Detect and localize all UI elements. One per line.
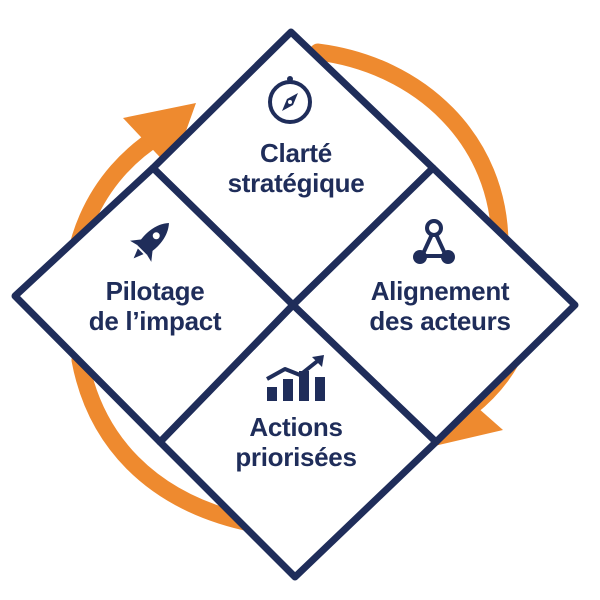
- growth-chart-icon: [266, 355, 325, 401]
- quadrant-label-line: stratégique: [227, 168, 365, 198]
- quadrant-label-line: Alignement: [370, 276, 510, 306]
- compass-icon: [268, 76, 312, 124]
- quadrant-label-alignement: Alignement des acteurs: [340, 276, 540, 336]
- network-icon: [413, 219, 455, 264]
- quadrant-label-line: Actions: [249, 412, 343, 442]
- quadrant-left: [11, 164, 297, 446]
- quadrant-label-line: de l’impact: [88, 306, 222, 336]
- diamond: [11, 28, 579, 581]
- quadrant-label-line: Pilotage: [105, 276, 205, 306]
- rocket-icon: [130, 223, 169, 262]
- quadrant-label-pilotage: Pilotage de l’impact: [55, 276, 255, 336]
- cycle-arc-lower-left: [71, 351, 254, 531]
- quadrant-label-line: des acteurs: [369, 306, 511, 336]
- quadrant-label-line: Clarté: [260, 138, 332, 168]
- quadrant-label-actions: Actions priorisées: [196, 412, 396, 472]
- quadrant-label-line: priorisées: [235, 442, 357, 472]
- quadrant-label-clarte: Clarté stratégique: [196, 138, 396, 198]
- cycle-arc-upper-right: [309, 43, 509, 254]
